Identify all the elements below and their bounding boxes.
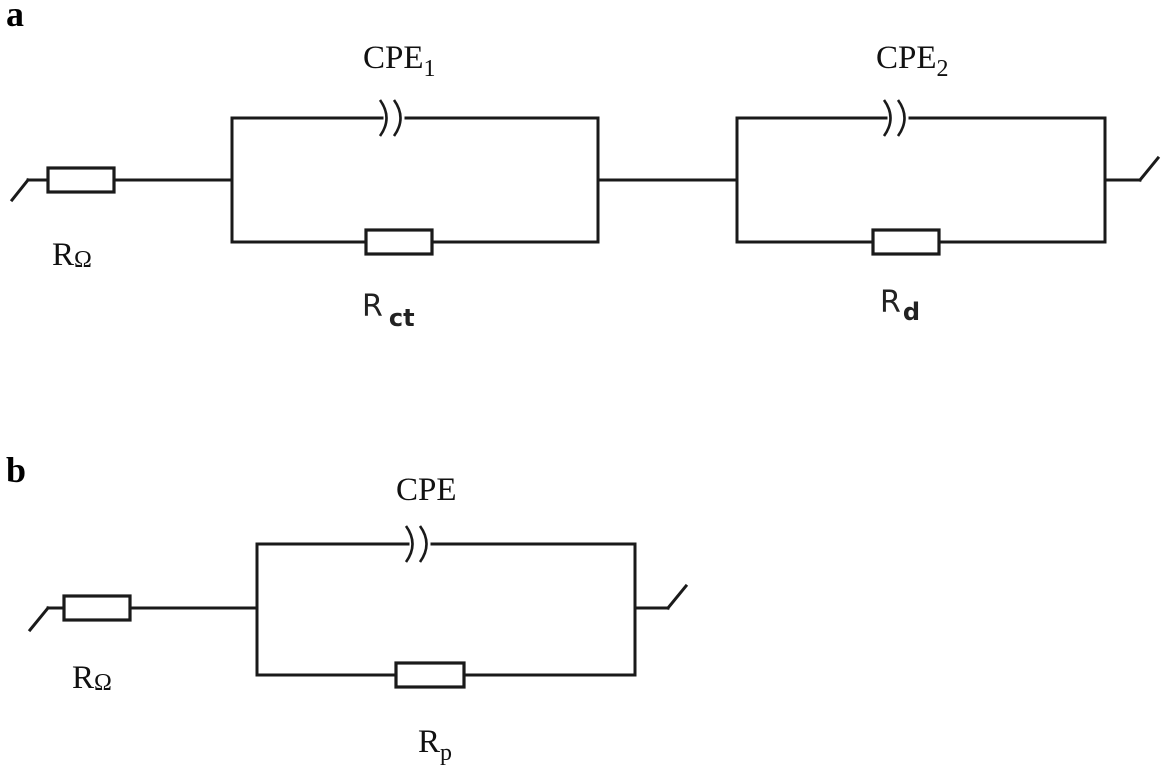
- panel-b-label-r-p: Rp: [418, 724, 452, 766]
- panel-a-resistor-r-ct: [364, 228, 434, 256]
- panel-b: b RΩ CPE Rp: [6, 450, 689, 766]
- panel-a-label-r-omega: RΩ: [52, 237, 92, 273]
- panel-a-label-cpe2: CPE2: [876, 40, 949, 82]
- panel-a-terminal-right: [1137, 155, 1161, 183]
- panel-b-resistor-r-omega: [62, 594, 132, 622]
- panel-a-cpe2-symbol: [882, 99, 906, 137]
- panel-a-label: a: [6, 0, 24, 34]
- panel-b-resistor-r-p: [394, 661, 466, 689]
- panel-a-resistor-r-omega: [46, 166, 116, 194]
- panel-a-label-cpe1: CPE1: [363, 40, 436, 82]
- panel-b-terminal-left: [27, 605, 51, 633]
- panel-b-terminal-right: [665, 583, 689, 611]
- panel-b-label-r-omega: RΩ: [72, 660, 112, 696]
- panel-a-label-r-d: Rd: [880, 285, 920, 326]
- panel-b-label: b: [6, 450, 26, 490]
- panel-b-label-cpe: CPE: [396, 472, 457, 508]
- panel-a-cpe1-symbol: [378, 99, 402, 137]
- panel-a-resistor-r-d: [871, 228, 941, 256]
- panel-a-terminal-left: [9, 177, 31, 203]
- panel-a: a: [6, 0, 1161, 332]
- panel-b-cpe-symbol: [404, 525, 428, 563]
